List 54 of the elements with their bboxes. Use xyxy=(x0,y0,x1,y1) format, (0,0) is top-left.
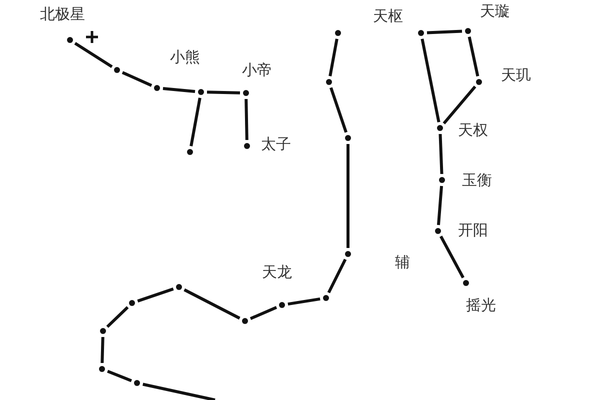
constellation-line xyxy=(426,30,462,34)
star-label: 开阳 xyxy=(458,223,488,238)
star-dot xyxy=(345,251,351,257)
constellation-line xyxy=(142,382,216,400)
star-dot xyxy=(323,295,329,301)
star-dot xyxy=(345,135,351,141)
constellation-line xyxy=(74,42,113,68)
star-dot xyxy=(129,300,135,306)
constellation-line xyxy=(328,38,338,76)
constellation-line xyxy=(190,98,202,146)
star-dot xyxy=(198,89,204,95)
star-label: 天枢 xyxy=(373,9,403,24)
star-label: 天玑 xyxy=(501,68,531,83)
star-label: 天璇 xyxy=(480,4,510,19)
constellation-line xyxy=(330,87,348,133)
star-dot xyxy=(187,149,193,155)
constellation-line xyxy=(107,370,132,382)
constellation-line xyxy=(420,38,440,122)
constellation-line xyxy=(137,288,174,302)
constellation-line xyxy=(100,336,104,364)
star-label: 玉衡 xyxy=(462,173,492,188)
star-dot xyxy=(279,302,285,308)
star-label: 太子 xyxy=(261,137,291,152)
constellation-line xyxy=(438,134,444,174)
star-label: 小帝 xyxy=(242,63,272,78)
star-dot xyxy=(154,85,160,91)
star-dot xyxy=(134,380,140,386)
constellation-line xyxy=(206,90,240,94)
constellation-line xyxy=(250,306,278,320)
constellation-line xyxy=(122,71,152,87)
star-label: 北极星 xyxy=(40,7,85,22)
constellation-line xyxy=(162,87,196,93)
constellation-line xyxy=(440,236,464,278)
constellation-line xyxy=(184,288,240,320)
constellation-line xyxy=(436,186,444,226)
star-dot xyxy=(176,284,182,290)
constellation-line xyxy=(288,297,320,306)
star-label: 摇光 xyxy=(466,298,496,313)
constellation-name: 小熊 xyxy=(170,50,200,65)
star-dot xyxy=(99,366,105,372)
constellation-name: 辅 xyxy=(395,255,410,270)
constellation-line xyxy=(468,36,480,76)
star-dot xyxy=(335,30,341,36)
star-dot xyxy=(100,328,106,334)
star-dot xyxy=(326,79,332,85)
constellation-line xyxy=(244,98,248,140)
constellation-line xyxy=(346,144,350,248)
constellation-name: 天龙 xyxy=(262,265,292,280)
star-label: 天权 xyxy=(458,123,488,138)
star-dot xyxy=(242,318,248,324)
star-dot xyxy=(114,67,120,73)
constellation-line xyxy=(106,306,129,328)
constellation-line xyxy=(442,86,476,124)
constellation-line xyxy=(327,258,347,294)
